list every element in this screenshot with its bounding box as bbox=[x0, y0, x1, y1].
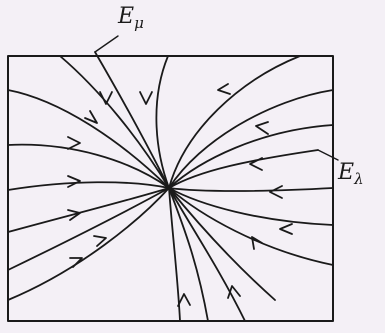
e-mu-label: Eμ bbox=[118, 6, 144, 31]
trajectory-left-3 bbox=[7, 187, 170, 233]
trajectory-top-left-2 bbox=[59, 55, 170, 189]
trajectory-top-right-3 bbox=[168, 124, 334, 189]
arrowhead bbox=[269, 185, 283, 199]
arrowhead bbox=[67, 209, 81, 221]
trajectory-right-1 bbox=[168, 187, 334, 192]
trajectory-top-left-3 bbox=[155, 55, 170, 189]
e-lambda-subscript: λ bbox=[354, 170, 364, 188]
trajectory-bottom-3 bbox=[168, 187, 276, 301]
trajectory-right-2 bbox=[168, 187, 334, 226]
e-lambda-label: Eλ bbox=[338, 162, 364, 187]
arrowhead bbox=[139, 91, 153, 105]
trajectory-top-right-1 bbox=[168, 55, 301, 189]
arrowhead bbox=[69, 257, 83, 268]
arrowhead bbox=[227, 285, 241, 299]
e-lambda-letter: E bbox=[338, 160, 355, 185]
arrowhead bbox=[217, 83, 231, 95]
arrowhead bbox=[67, 136, 81, 150]
e-lambda-leader-line bbox=[317, 149, 339, 161]
e-mu-subscript: μ bbox=[134, 14, 144, 32]
trajectory-bottom-1 bbox=[168, 187, 181, 322]
arrowhead bbox=[255, 121, 269, 135]
trajectory-top-left-1 bbox=[7, 89, 170, 189]
trajectory-left-2 bbox=[7, 181, 170, 191]
trajectory-left-4 bbox=[7, 187, 170, 301]
arrowhead bbox=[177, 293, 191, 307]
trajectory-bottom-2 bbox=[168, 187, 246, 322]
trajectory-left-1 bbox=[7, 143, 170, 189]
arrowhead bbox=[93, 235, 107, 247]
trajectory-top-right-2 bbox=[168, 89, 334, 189]
arrowhead bbox=[67, 175, 81, 188]
e-mu-letter: E bbox=[118, 4, 135, 29]
e-mu-leader-line bbox=[94, 35, 119, 53]
arrowhead bbox=[279, 223, 293, 235]
arrowhead bbox=[99, 91, 113, 105]
arrowhead bbox=[84, 110, 98, 124]
arrowhead bbox=[249, 157, 263, 171]
trajectory-right-3 bbox=[168, 187, 334, 266]
arrowhead bbox=[251, 236, 263, 250]
arrowheads bbox=[67, 83, 293, 307]
